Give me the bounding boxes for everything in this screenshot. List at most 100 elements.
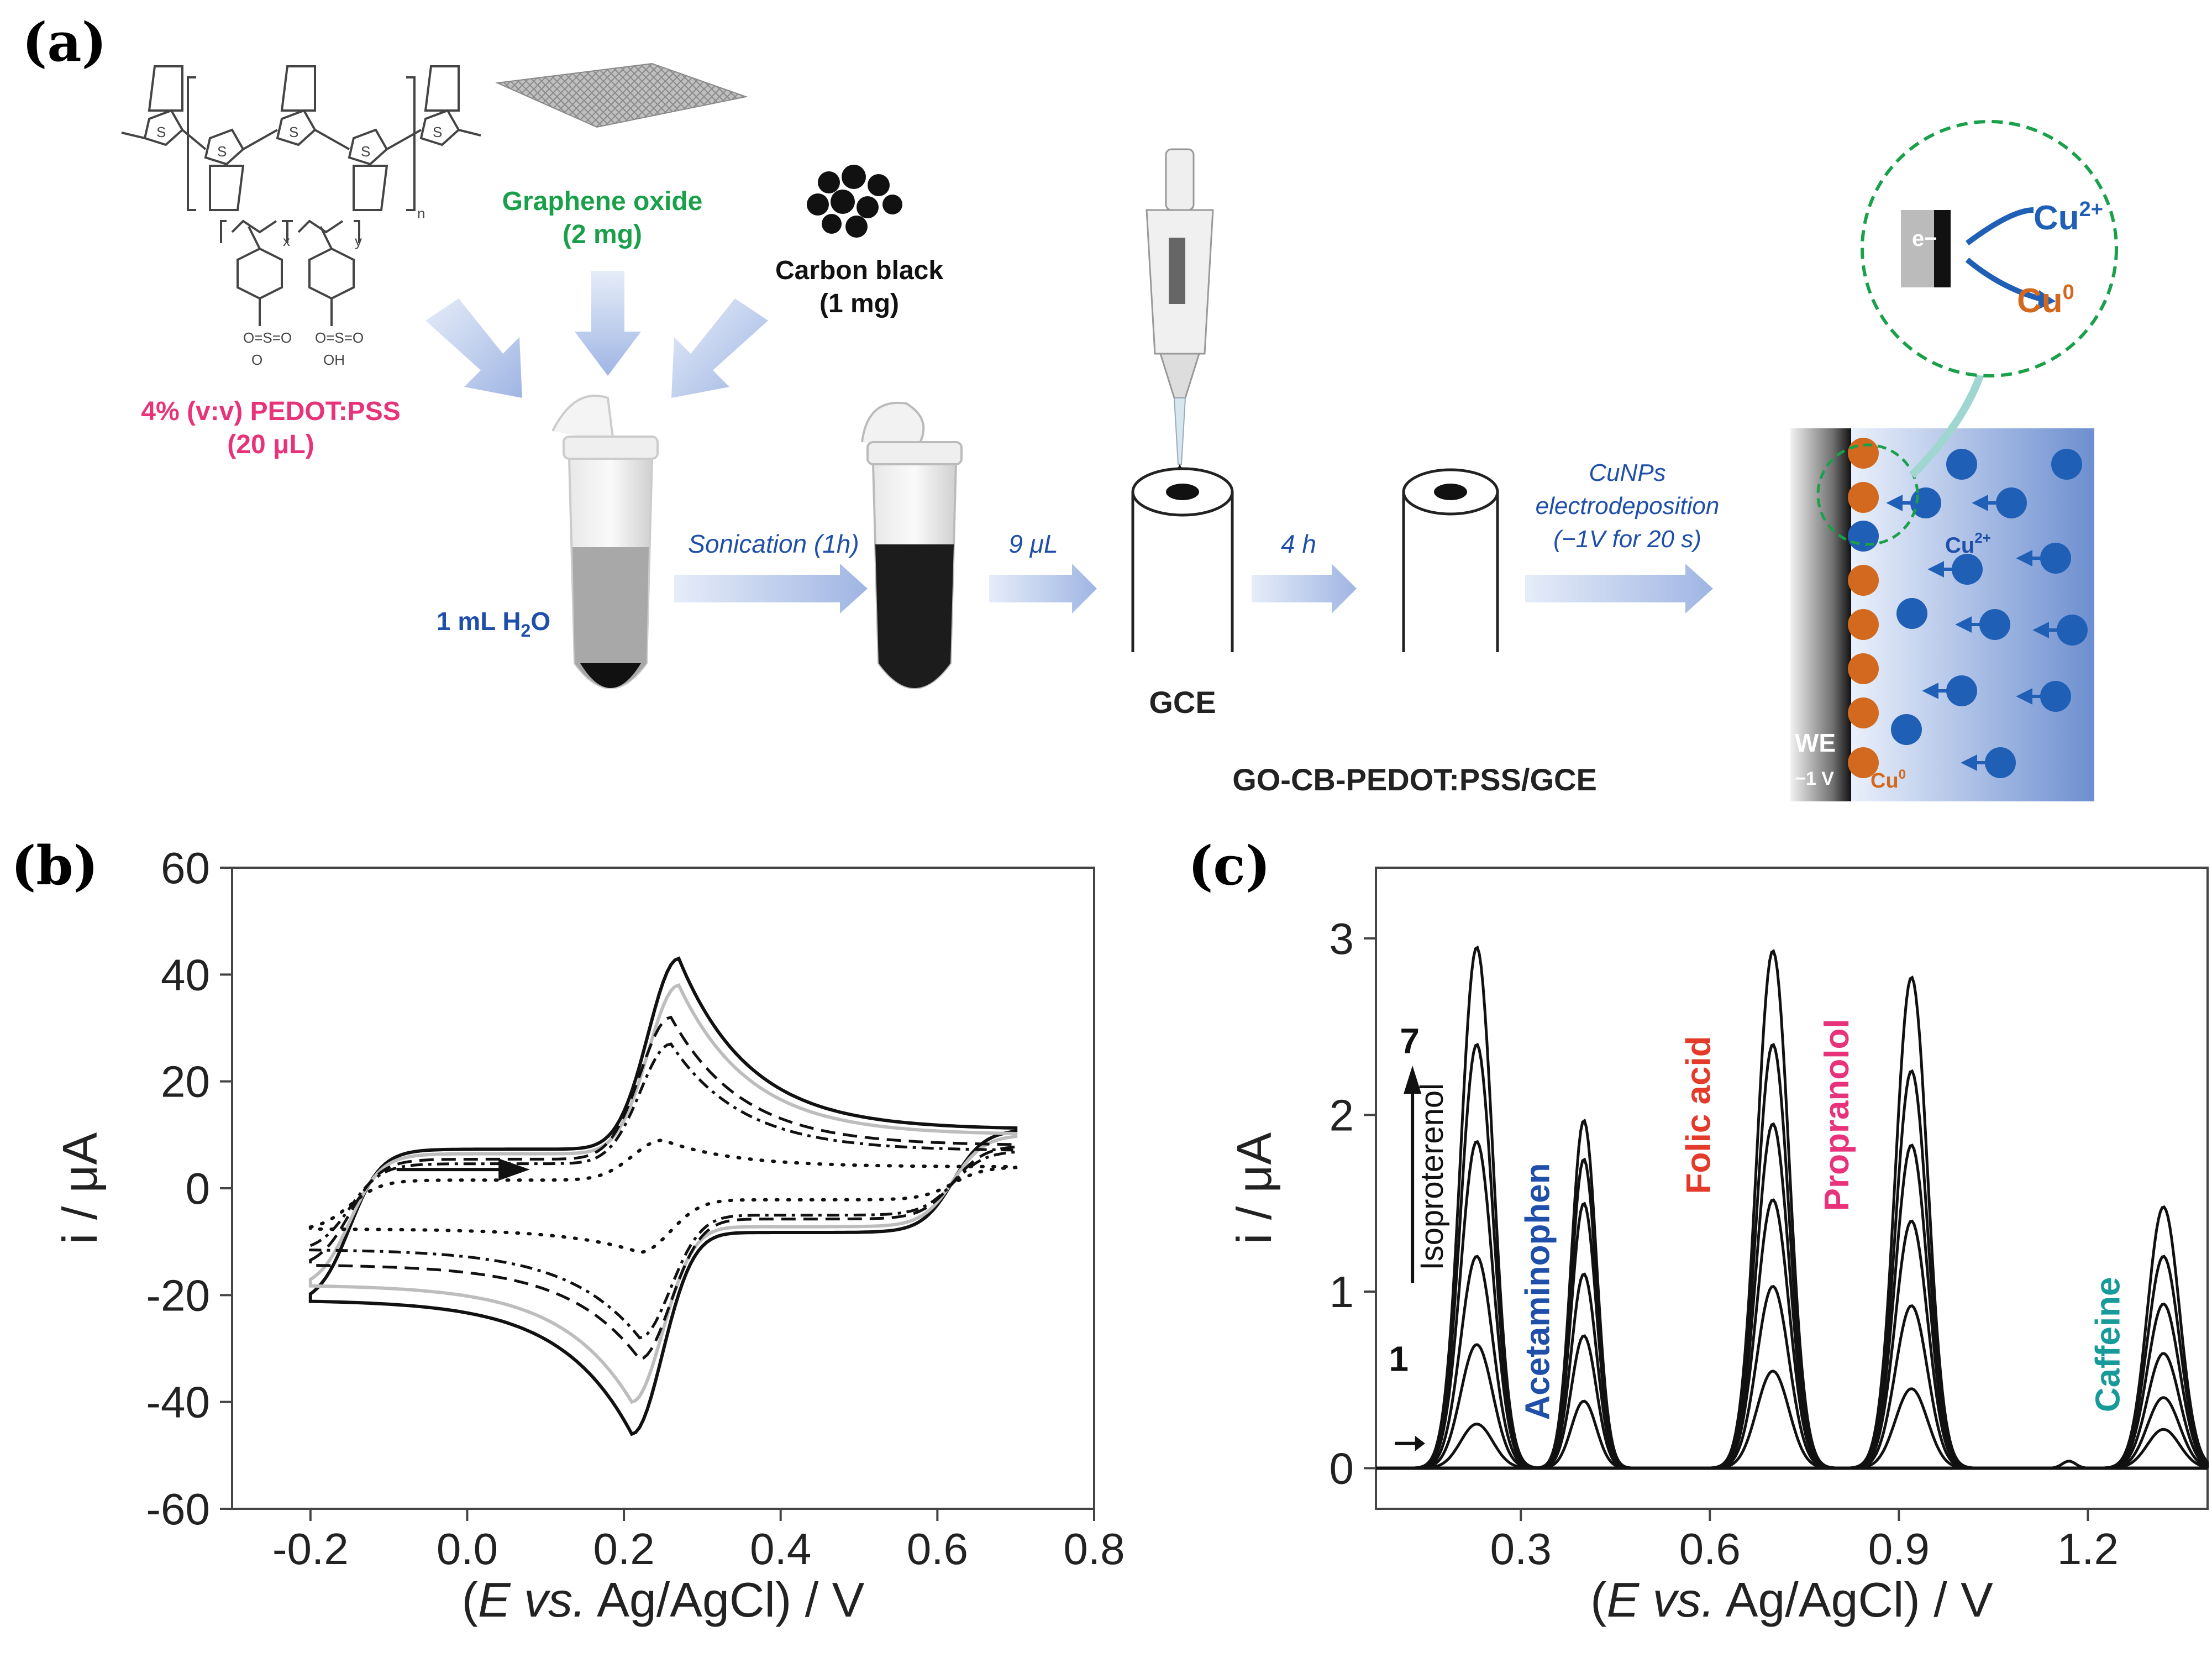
- arrow-sonication: [674, 564, 868, 613]
- cv-x-tick-label: -0.2: [272, 1524, 349, 1573]
- dpv-plot-frame: [1375, 867, 2209, 1510]
- cu2-reaction-label: Cu2+: [2034, 198, 2103, 237]
- cv-x-axis-label: (E vs. Ag/AgCl) / V: [462, 1572, 865, 1627]
- pipette-icon: [1146, 148, 1214, 497]
- cv-scan-arrowhead: [498, 1158, 530, 1181]
- dpv-peak-curve: [1703, 1198, 1842, 1470]
- svg-text:S: S: [361, 143, 370, 160]
- dpv-peak-curve: [1842, 1387, 1980, 1470]
- volume-label: 9 μL: [1008, 529, 1058, 558]
- arrow-pedot-to-tube: [425, 298, 522, 398]
- cu2-solution-label: Cu2+: [1945, 529, 1991, 558]
- cv-y-axis-label: i / μA: [52, 1132, 107, 1245]
- svg-text:O: O: [251, 352, 262, 368]
- dpv-peak-label: Acetaminophen: [1519, 1163, 1557, 1420]
- cv-series-dashdot: [309, 1042, 1017, 1340]
- electrode-name-label: GO-CB-PEDOT:PSS/GCE: [1232, 762, 1597, 797]
- cunps-label-1: CuNPs: [1589, 459, 1665, 486]
- dpv-minor-peak: [2037, 1460, 2098, 1470]
- cv-x-tick-label: 0.2: [593, 1524, 654, 1573]
- dpv-y-tick-label: 0: [1330, 1444, 1354, 1493]
- dpv-x-tick-label: 0.3: [1490, 1524, 1552, 1573]
- cu0-electrode-label: Cu0: [1871, 767, 1906, 793]
- svg-text:S: S: [433, 124, 442, 140]
- sonication-label: Sonication (1h): [688, 529, 859, 558]
- dpv-x-tick-label: 0.9: [1868, 1524, 1930, 1573]
- panel-b-letter: (b): [11, 835, 98, 897]
- dpv-concentration-arrowhead: [1404, 1065, 1422, 1094]
- tube-dispersion: [861, 401, 963, 689]
- dpv-isoproterenol-label: Isoproterenol: [1414, 1083, 1450, 1271]
- dpv-y-axis-label: i / μA: [1227, 1132, 1281, 1245]
- cv-series-solid-black: [308, 956, 1018, 1436]
- dpv-peak-label: Propranolol: [1818, 1019, 1856, 1211]
- dpv-peak-curve: [1842, 1219, 1980, 1470]
- cu0-reaction-label: Cu0: [2017, 281, 2074, 320]
- dpv-curve-index-top: 7: [1400, 1021, 1420, 1061]
- dpv-curve-index-bottom: 1: [1389, 1339, 1409, 1379]
- svg-text:y: y: [355, 233, 362, 249]
- cv-y-tick-label: -40: [146, 1378, 210, 1427]
- dpv-peak-label: Caffeine: [2089, 1277, 2127, 1413]
- dpv-peak-curve: [1703, 1370, 1842, 1470]
- dpv-x-tick-label: 1.2: [2057, 1524, 2119, 1573]
- reduction-zoom-circle: [1861, 120, 2118, 377]
- panel-a-letter: (a): [22, 11, 107, 74]
- cv-x-tick-label: 0.0: [437, 1524, 498, 1573]
- dpv-peak-curve: [1514, 1118, 1653, 1470]
- arrow-electrodeposition: [1525, 564, 1713, 613]
- arrow-dry: [1252, 564, 1357, 613]
- we-potential-label: −1 V: [1795, 768, 1834, 789]
- cv-plot-frame: [231, 867, 1095, 1510]
- graphene-oxide-mass: (2 mg): [563, 220, 642, 249]
- pedot-volume: (20 μL): [227, 430, 314, 459]
- cv-y-tick-label: -20: [146, 1271, 210, 1320]
- dpv-peak-curve: [1407, 945, 1546, 1470]
- time-label: 4 h: [1281, 529, 1316, 558]
- pedot-pss-structure: [121, 65, 481, 326]
- arrow-cb-to-tube: [671, 298, 768, 398]
- graphene-oxide-sheet: [495, 62, 748, 128]
- cv-x-tick-label: 0.6: [907, 1524, 968, 1573]
- dpv-y-tick-label: 2: [1330, 1090, 1354, 1140]
- modified-electrode: [1402, 468, 1499, 652]
- carbon-black-label: Carbon black: [775, 256, 943, 285]
- electron-label: e−: [1912, 227, 1937, 251]
- dpv-peak-curve: [2094, 1205, 2209, 1470]
- cv-y-tick-label: 20: [161, 1057, 210, 1106]
- svg-text:S: S: [156, 124, 166, 140]
- carbon-black-particles: [807, 165, 902, 238]
- dpv-peak-curve: [1842, 1304, 1980, 1470]
- svg-text:x: x: [283, 233, 290, 249]
- pedot-label: 4% (v:v) PEDOT:PSS: [141, 397, 400, 426]
- dpv-chart: 0.3 0.6 0.9 1.2 0 1 2 3 i / μA (E vs. Ag/AgCl) / …: [1227, 867, 2209, 1627]
- svg-text:S: S: [289, 124, 298, 140]
- cunps-label-3: (−1V for 20 s): [1553, 526, 1701, 553]
- we-label: WE: [1795, 728, 1836, 757]
- svg-text:O=S=O: O=S=O: [243, 329, 292, 346]
- svg-text:n: n: [417, 205, 425, 222]
- cv-x-tick-label: 0.8: [1063, 1524, 1125, 1573]
- tube-water: [551, 395, 659, 689]
- dpv-peak-curve: [1842, 1069, 1980, 1470]
- electrodeposition-inset: [1790, 348, 2094, 801]
- dpv-x-axis-label: (E vs. Ag/AgCl) / V: [1590, 1572, 1993, 1627]
- cv-y-tick-label: 0: [186, 1164, 211, 1213]
- cv-series-solid-gray: [308, 983, 1018, 1404]
- dpv-y-tick-label: 3: [1330, 914, 1354, 963]
- cv-x-tick-label: 0.4: [750, 1524, 811, 1573]
- arrow-go-to-tube: [575, 271, 641, 376]
- water-label: 1 mL H2O: [437, 607, 550, 641]
- dpv-scan-arrowhead: [1415, 1435, 1425, 1451]
- gce-electrode: [1131, 467, 1234, 652]
- carbon-black-mass: (1 mg): [819, 289, 899, 318]
- arrow-drop-cast: [989, 564, 1097, 613]
- svg-text:OH: OH: [323, 352, 345, 368]
- dpv-peak-label: Folic acid: [1679, 1036, 1717, 1194]
- cv-series-dash: [309, 1015, 1017, 1361]
- svg-text:O=S=O: O=S=O: [315, 329, 364, 346]
- dpv-x-tick-label: 0.6: [1679, 1524, 1741, 1573]
